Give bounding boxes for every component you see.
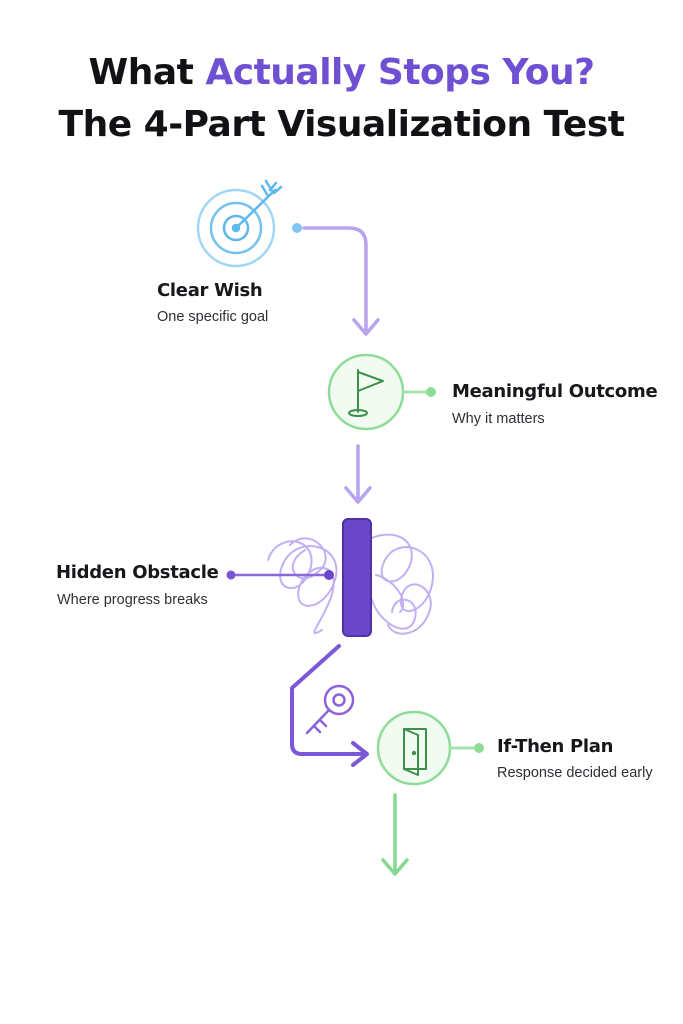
title-line-1: What Actually Stops You? — [0, 52, 683, 93]
title-accent: Actually Stops You? — [205, 52, 595, 93]
step-2-title: Meaningful Outcome — [452, 381, 658, 402]
step-3-title: Hidden Obstacle — [56, 562, 219, 583]
step-1-title: Clear Wish — [157, 280, 263, 301]
connector-3 — [290, 644, 369, 767]
hidden-obstacle-connector — [226, 570, 334, 580]
connector-2 — [344, 444, 372, 504]
step-2-subtitle: Why it matters — [452, 411, 545, 427]
tangle-icon — [267, 533, 434, 635]
step-3-subtitle: Where progress breaks — [57, 592, 208, 608]
barrier-icon — [342, 518, 372, 637]
connector-1 — [292, 223, 380, 336]
connector-4-dot — [450, 743, 484, 753]
flag-icon — [327, 353, 405, 431]
connector-2-dot — [403, 387, 436, 397]
door-icon — [376, 710, 452, 786]
step-4-subtitle: Response decided early — [497, 765, 653, 781]
step-1-subtitle: One specific goal — [157, 309, 269, 325]
final-arrow — [381, 793, 409, 876]
title-prefix: What — [88, 52, 194, 93]
key-icon — [305, 684, 355, 735]
target-arrow-icon — [196, 179, 283, 268]
step-4-title: If-Then Plan — [497, 736, 614, 757]
title-line-2: The 4-Part Visualization Test — [58, 104, 625, 145]
